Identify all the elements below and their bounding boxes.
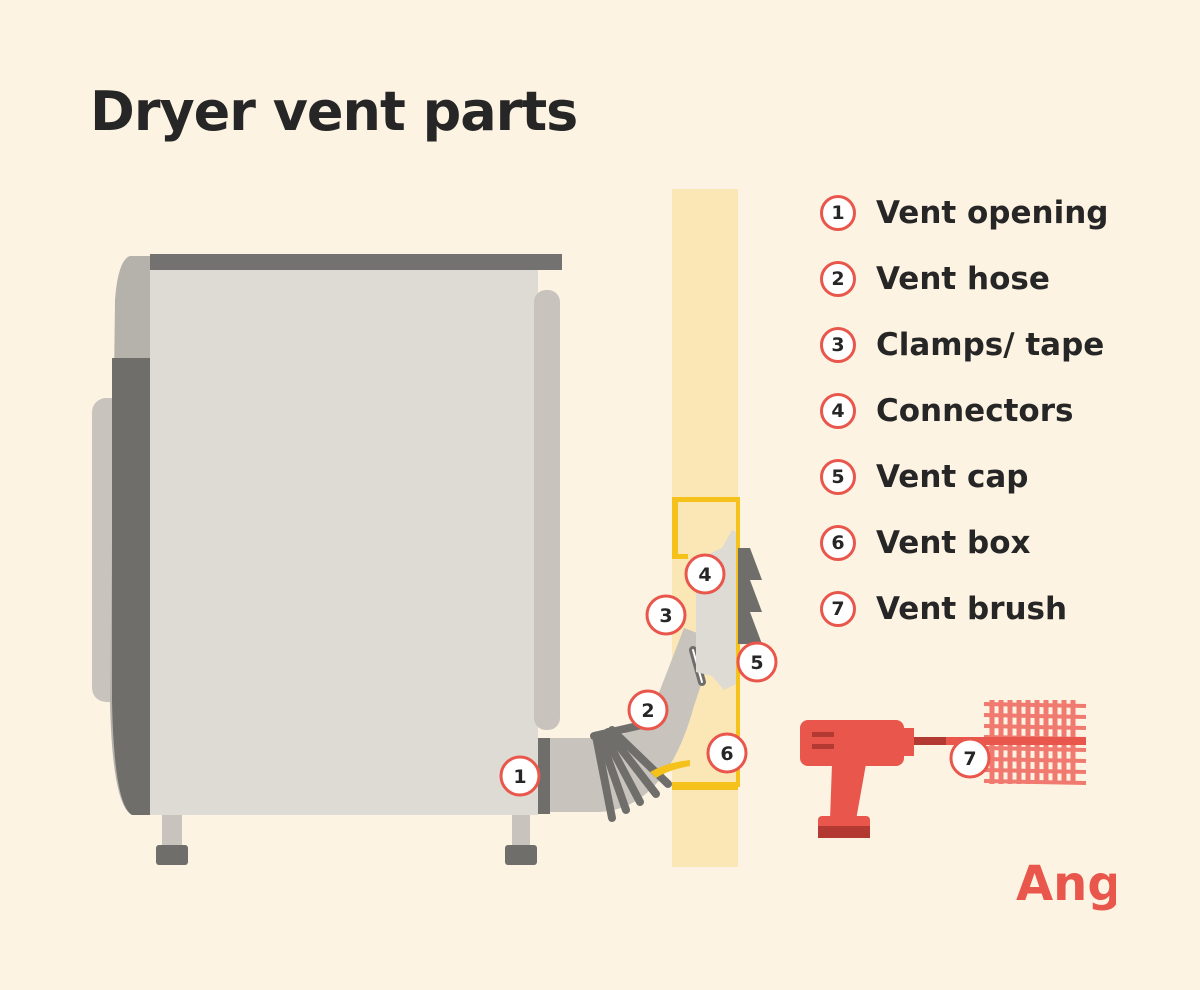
legend-label: Vent box xyxy=(876,525,1031,561)
number-badge: 4 xyxy=(820,393,856,429)
vent-brush xyxy=(946,700,1087,785)
callout-number: 4 xyxy=(698,564,711,586)
dryer-top xyxy=(150,254,562,270)
dryer-leg-back xyxy=(512,815,530,845)
number-badge: 3 xyxy=(820,327,856,363)
number-badge: 2 xyxy=(820,261,856,297)
dryer-foot-back xyxy=(505,845,537,865)
logo-text: Angi xyxy=(1016,856,1116,912)
dryer-back-panel xyxy=(534,290,560,730)
vent-cap xyxy=(738,548,762,644)
callouts: 1 2 3 4 5 6 7 xyxy=(499,553,991,797)
callout-number: 1 xyxy=(513,766,526,788)
callout-7: 7 xyxy=(949,737,991,779)
dryer-foot-front xyxy=(156,845,188,865)
page-title: Dryer vent parts xyxy=(90,80,578,143)
callout-number: 7 xyxy=(963,748,976,770)
legend-item: 2 Vent hose xyxy=(820,257,1108,301)
drill xyxy=(800,720,948,838)
legend-item: 7 Vent brush xyxy=(820,587,1108,631)
callout-3: 3 xyxy=(645,594,687,636)
legend-label: Vent brush xyxy=(876,591,1068,627)
callout-number: 3 xyxy=(659,605,672,627)
callout-4: 4 xyxy=(684,553,726,595)
dryer-leg-front xyxy=(162,815,182,845)
callout-5: 5 xyxy=(736,641,778,683)
callout-6: 6 xyxy=(706,732,748,774)
vent-opening xyxy=(538,738,550,814)
callout-number: 5 xyxy=(750,652,763,674)
legend-item: 5 Vent cap xyxy=(820,455,1108,499)
parts-legend: 1 Vent opening 2 Vent hose 3 Clamps/ tape 4 Con… xyxy=(820,191,1108,653)
legend-item: 1 Vent opening xyxy=(820,191,1108,235)
dryer-front-shadow xyxy=(112,358,150,815)
number-badge: 7 xyxy=(820,591,856,627)
angi-logo: Angi xyxy=(1016,856,1116,912)
legend-label: Vent hose xyxy=(876,261,1050,297)
legend-item: 4 Connectors xyxy=(820,389,1108,433)
vent-hose xyxy=(550,628,716,822)
number-badge: 5 xyxy=(820,459,856,495)
legend-label: Vent cap xyxy=(876,459,1029,495)
callout-2: 2 xyxy=(627,689,669,731)
number-badge: 6 xyxy=(820,525,856,561)
legend-label: Vent opening xyxy=(876,195,1109,231)
legend-item: 6 Vent box xyxy=(820,521,1108,565)
number-badge: 1 xyxy=(820,195,856,231)
callout-number: 2 xyxy=(641,700,654,722)
callout-number: 6 xyxy=(720,743,733,765)
callout-1: 1 xyxy=(499,755,541,797)
legend-label: Clamps/ tape xyxy=(876,327,1105,363)
legend-item: 3 Clamps/ tape xyxy=(820,323,1108,367)
legend-label: Connectors xyxy=(876,393,1074,429)
dryer-body xyxy=(150,268,538,815)
dryer xyxy=(92,254,562,865)
